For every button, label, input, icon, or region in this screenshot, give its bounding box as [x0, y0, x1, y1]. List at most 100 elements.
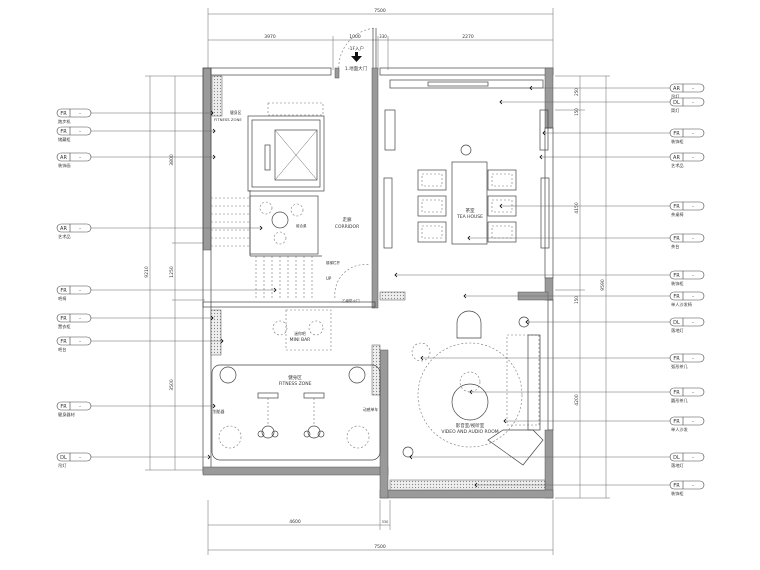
leader-arrow-icon: [212, 128, 216, 134]
tag-label: 筒灯: [671, 107, 680, 114]
tag-code: DL: [60, 455, 67, 461]
tag-code: FR: [673, 390, 680, 396]
fitness-top-label-en: FITNESS ZONE: [214, 117, 242, 122]
tag-label: 落地灯: [671, 462, 684, 469]
tag-suffix: -: [692, 294, 694, 300]
leader-arrow-icon: [394, 272, 398, 278]
tag-code: AR: [673, 86, 680, 92]
tag-right-5: FR-茶台: [467, 233, 705, 250]
tag-right-6: FR-装饰柜: [394, 270, 705, 287]
fitness-zone: 健身区 FITNESS ZONE 划船器 动感单车: [211, 364, 381, 461]
leader-arrow-icon: [539, 154, 543, 160]
leader-arrow-icon: [207, 454, 211, 460]
tag-left-0: FR - 跑步机: [56, 108, 214, 125]
leader-arrow-icon: [273, 287, 277, 293]
tag-suffix: -: [79, 339, 81, 345]
corridor-label-en: CORRIDOR: [335, 224, 359, 230]
leader-arrow-icon: [210, 110, 214, 116]
left-dimensions: 9210 3800 1250 3500: [144, 75, 205, 471]
leader-arrow-icon: [259, 225, 263, 231]
tag-label: 单人沙发椅: [671, 301, 692, 308]
tag-label: 跑步机: [58, 118, 71, 125]
dim-bottom-2: 330: [382, 520, 389, 524]
leader-arrow-icon: [420, 355, 424, 361]
tag-right-8: DL-落地灯: [525, 317, 705, 334]
tag-left-7: FR-健身器材: [56, 401, 216, 418]
tag-suffix: -: [692, 455, 694, 461]
tag-right-10: FR-圆形茶几: [469, 387, 705, 404]
dim-left-1: 3800: [169, 154, 175, 166]
tag-code: FR: [673, 419, 680, 425]
tag-label: 茶台: [671, 243, 679, 250]
tag-right-4: FR-茶桌椅: [499, 201, 705, 218]
tag-right-3: AR-艺术品: [539, 152, 705, 169]
tag-code: DL: [673, 100, 680, 106]
tag-label: 圆形茶几: [671, 397, 689, 404]
leader-arrow-icon: [529, 85, 533, 91]
fitness-machine: [303, 392, 325, 439]
tag-right-12: DL - 落地灯: [409, 452, 705, 469]
material-tags: FR-跑步机FR-储藏柜AR-装饰画AR-艺术品FR-吧椅FR-置衣柜FR-吧台…: [56, 83, 705, 497]
tag-right-0: AR-吊灯: [529, 83, 705, 100]
leader-arrow-icon: [467, 235, 471, 241]
tag-right-7: FR -单人沙发椅: [463, 291, 705, 308]
tag-code: DL: [673, 320, 680, 326]
dim-left-3: 3500: [169, 379, 175, 391]
tag-code: FR: [673, 273, 680, 279]
tag-left-1: FR-储藏柜: [56, 126, 216, 143]
fitness-machine: [257, 392, 279, 439]
leader-arrow-icon: [210, 315, 214, 321]
tag-suffix: -: [692, 236, 694, 242]
tea-chair: [487, 169, 517, 191]
tag-label: 吊灯: [58, 462, 67, 469]
tag-suffix: -: [79, 111, 81, 117]
tag-label: 艺术品: [58, 233, 71, 240]
tag-code: FR: [60, 288, 67, 294]
bottom-dimensions: 4600 330 7500: [207, 500, 554, 555]
leader-arrow-icon: [503, 418, 507, 424]
tea-chair: [417, 169, 447, 191]
video-audio-room: 影音室/视听室 VIDEO AND AUDIO ROOM: [402, 310, 544, 466]
leader-arrow-icon: [499, 99, 503, 105]
dim-top-overall: 7500: [374, 8, 386, 14]
tag-code: FR: [60, 111, 67, 117]
staircase: 组合桌 楼梯栏杆 UP 乙级防火门: [211, 190, 371, 303]
mini-bar: 迷你吧 MINI BAR: [272, 309, 332, 351]
tag-code: FR: [673, 294, 680, 300]
tea-chair: [487, 221, 517, 243]
tag-right-1: DL - 筒灯: [499, 97, 705, 114]
tag-label: 健身器材: [58, 411, 75, 418]
tag-suffix: -: [692, 483, 694, 489]
fitness-top-label-cn: 健身区: [230, 110, 242, 115]
tag-code: DL: [673, 455, 680, 461]
tag-code: FR: [60, 404, 67, 410]
tag-left-5: FR-置衣柜: [56, 313, 214, 330]
tag-suffix: -: [692, 100, 694, 106]
dim-right-3: 4150: [574, 202, 580, 214]
dim-right-4: 150: [574, 296, 579, 304]
bar-table-label: 组合桌: [296, 223, 307, 228]
leader-arrow-icon: [463, 293, 467, 299]
tag-label: 茶桌椅: [671, 211, 684, 218]
leader-arrow-icon: [469, 389, 473, 395]
entry-arrow-icon: [351, 52, 362, 62]
tag-code: FR: [673, 204, 680, 210]
dim-bottom-overall: 7500: [374, 544, 386, 550]
tag-label: 落地灯: [671, 327, 684, 334]
tag-code: FR: [60, 339, 67, 345]
dim-right-1: 250: [574, 88, 579, 96]
corridor-label-cn: 走廊: [343, 216, 352, 223]
leader-arrow-icon: [220, 338, 224, 344]
tag-suffix: -: [79, 226, 81, 232]
tag-suffix: -: [692, 356, 694, 362]
tag-left-3: AR-艺术品: [56, 223, 263, 240]
dim-right-5: 4200: [574, 394, 580, 406]
entrance-door[interactable]: -1F入户 1.地面大门: [338, 27, 377, 73]
entrance-door-label: 1.地面大门: [345, 65, 368, 72]
tag-code: FR: [60, 316, 67, 322]
tag-left-4: FR-吧椅: [56, 285, 277, 301]
tag-label: 装饰柜: [671, 138, 684, 145]
tag-code: FR: [673, 131, 680, 137]
leader-arrow-icon: [499, 203, 503, 209]
